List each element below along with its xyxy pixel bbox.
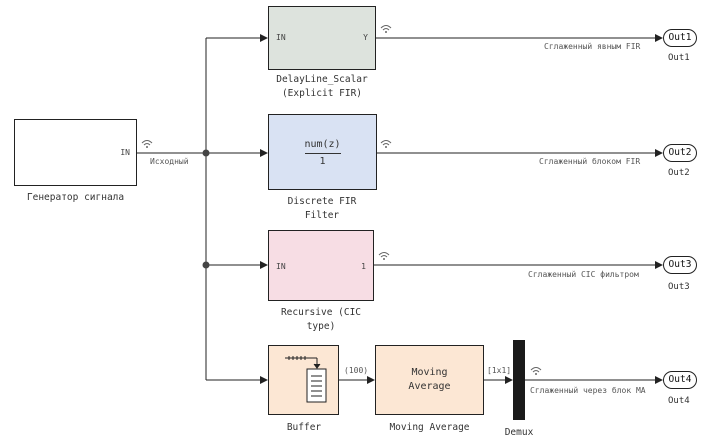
- recursive-caption: Recursive (CIC type): [258, 306, 384, 334]
- signal-logging-icon: [380, 140, 392, 148]
- buffer-caption: Buffer: [286, 422, 322, 433]
- outport-out1[interactable]: Out1: [663, 29, 697, 47]
- fir-caption: Discrete FIR Filter: [258, 195, 386, 223]
- signal-label-out1: Сглаженный явным FIR: [544, 42, 641, 51]
- outport-out4[interactable]: Out4: [663, 371, 697, 389]
- port-label: IN: [276, 262, 286, 271]
- outport-name: Out2: [668, 168, 690, 178]
- buffer-block[interactable]: [268, 345, 339, 415]
- ma-text-line: Average: [408, 381, 451, 392]
- port-label: IN: [120, 148, 130, 157]
- delayline-caption: DelayLine_Scalar (Explicit FIR): [258, 73, 386, 101]
- signal-logging-icon: [530, 367, 542, 375]
- generator-caption: Генератор сигнала: [26, 192, 125, 203]
- signal-label-out4: Сглаженный через блок MA: [530, 386, 646, 395]
- junction-dot: [202, 261, 210, 269]
- recursive-block[interactable]: IN 1: [268, 230, 374, 301]
- caption-line: Recursive (CIC: [280, 307, 362, 318]
- port-label: 1: [361, 262, 366, 271]
- fir-numerator: num(z): [304, 139, 341, 150]
- signal-label-out2: Сглаженный блоком FIR: [539, 157, 641, 166]
- outport-out3[interactable]: Out3: [663, 256, 697, 274]
- moving-average-block[interactable]: Moving Average: [375, 345, 484, 415]
- outport-name: Out3: [668, 282, 690, 292]
- caption-line: DelayLine_Scalar: [276, 74, 368, 85]
- signal-label-buffer-dim: (100): [344, 366, 369, 375]
- caption-line: type): [306, 321, 336, 332]
- signal-label-ma-dim: [1x1]: [487, 366, 512, 375]
- outport-name: Out4: [668, 396, 690, 406]
- demux-caption: Demux: [504, 427, 534, 438]
- junction-dot: [202, 149, 210, 157]
- signal-logging-icon: [141, 140, 153, 148]
- caption-line: (Explicit FIR): [281, 88, 363, 99]
- port-label: Y: [363, 33, 368, 42]
- caption-line: Filter: [304, 210, 340, 221]
- discrete-fir-block[interactable]: num(z) 1: [268, 114, 377, 190]
- fir-fraction-line: [305, 153, 341, 154]
- signal-logging-icon: [380, 25, 392, 33]
- outport-out2[interactable]: Out2: [663, 144, 697, 162]
- delayline-block[interactable]: IN Y: [268, 6, 376, 70]
- signal-label-out3: Сглаженный CIC фильтром: [528, 270, 639, 279]
- demux-block[interactable]: [513, 340, 525, 420]
- caption-line: Discrete FIR: [287, 196, 357, 207]
- moving-average-caption: Moving Average: [389, 422, 470, 433]
- outport-name: Out1: [668, 53, 690, 63]
- signal-label-source: Исходный: [150, 157, 189, 166]
- ma-text-line: Moving: [411, 367, 448, 378]
- buffer-icon: [285, 356, 327, 403]
- port-label: IN: [276, 33, 286, 42]
- signal-logging-icon: [378, 252, 390, 260]
- fir-denominator: 1: [319, 156, 326, 167]
- generator-block[interactable]: IN: [14, 119, 137, 186]
